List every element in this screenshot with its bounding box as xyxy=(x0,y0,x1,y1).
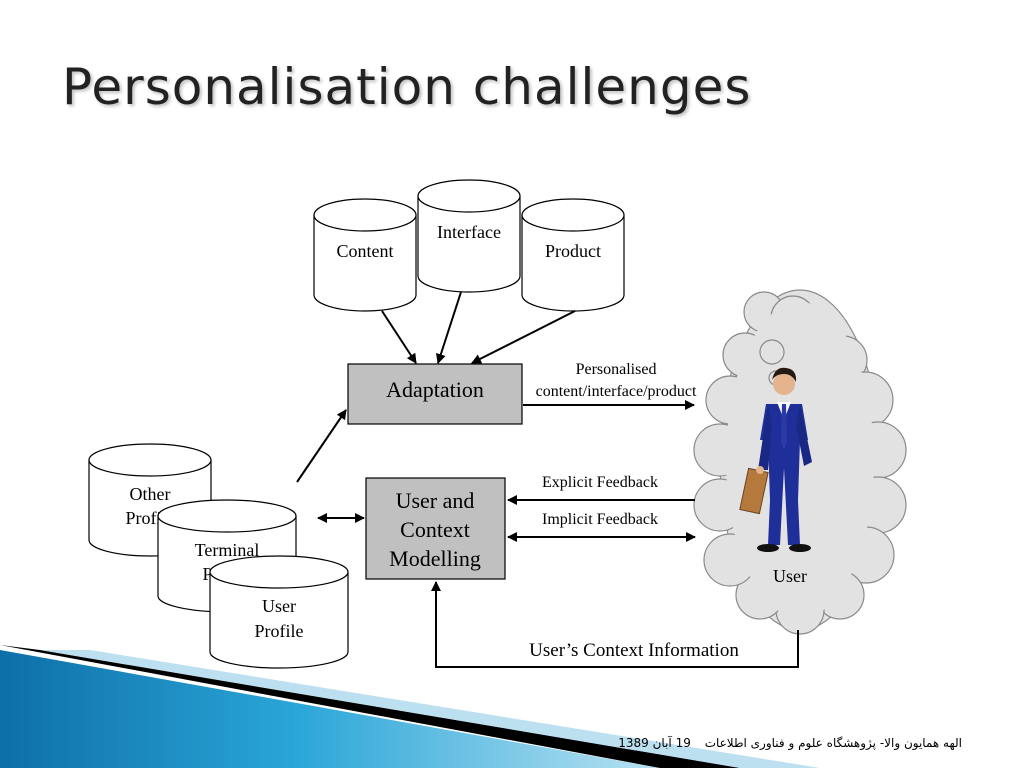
explicit-feedback-label: Explicit Feedback xyxy=(542,474,658,491)
decorative-band xyxy=(0,645,820,768)
content-to-adaptation-arrow xyxy=(381,310,417,364)
other-profile-database: Other Profile xyxy=(88,443,212,557)
modelling-box: User and Context Modelling xyxy=(365,477,506,580)
modelling-label-line-3: Modelling xyxy=(389,546,481,571)
user-label: User xyxy=(773,566,807,586)
product-database: Product xyxy=(521,198,625,312)
terminal-profile-label-line-1: Terminal xyxy=(195,540,260,560)
adaptation-label: Adaptation xyxy=(386,377,484,402)
product-to-adaptation-arrow xyxy=(471,310,576,364)
user-profile-label-line-2: Profile xyxy=(255,621,304,641)
personalised-label-line-2: content/interface/product xyxy=(536,383,697,400)
product-database-label: Product xyxy=(545,241,601,261)
modelling-label-line-1: User and xyxy=(396,488,475,513)
slide-title: Personalisation challenges xyxy=(62,58,752,116)
context-information-label: User’s Context Information xyxy=(529,640,739,661)
implicit-feedback-label: Implicit Feedback xyxy=(542,511,658,528)
interface-database: Interface xyxy=(417,179,521,293)
context-information-arrow xyxy=(431,581,799,668)
footer-date: 19 آبان 1389 xyxy=(618,736,691,750)
user-figure-icon xyxy=(739,367,812,552)
profiles-to-adaptation-arrow xyxy=(296,409,347,483)
content-database-label: Content xyxy=(337,241,394,261)
interface-database-label: Interface xyxy=(437,222,501,242)
user-profile-database: User Profile xyxy=(209,555,349,669)
other-profile-label-line-1: Other xyxy=(130,484,171,504)
personalised-label-line-1: Personalised xyxy=(576,361,657,378)
slide-footer: 19 آبان 1389 الهه همایون والا- پژوهشگاه … xyxy=(608,736,962,750)
content-database: Content xyxy=(313,198,417,312)
adaptation-box: Adaptation xyxy=(347,363,523,425)
user-profile-label-line-1: User xyxy=(262,596,296,616)
footer-author: الهه همایون والا- پژوهشگاه علوم و فناوری… xyxy=(704,736,962,750)
user-cloud xyxy=(693,289,907,635)
interface-to-adaptation-arrow xyxy=(436,291,462,364)
modelling-label-line-2: Context xyxy=(400,517,470,542)
